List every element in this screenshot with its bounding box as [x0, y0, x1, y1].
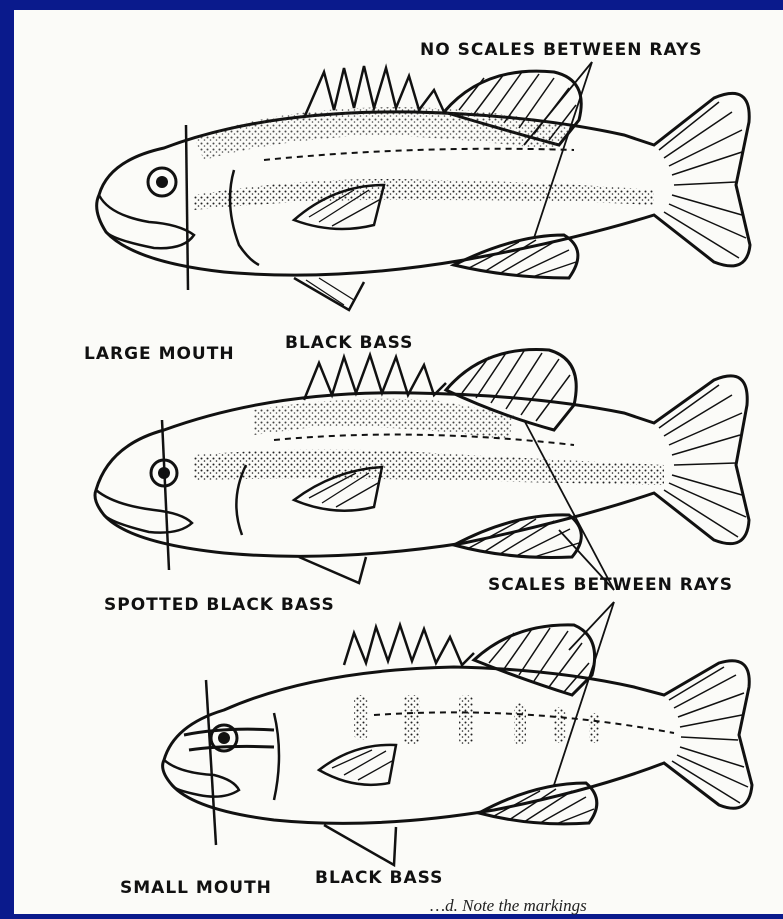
spotted-bass [95, 350, 749, 584]
label-spotted-black-bass: SPOTTED BLACK BASS [104, 595, 335, 615]
label-no-scales-between-rays: NO SCALES BETWEEN RAYS [420, 40, 703, 60]
label-scales-between-rays: SCALES BETWEEN RAYS [488, 575, 733, 595]
smallmouth-bass [163, 625, 752, 865]
label-largemouth: LARGE MOUTH [84, 344, 235, 364]
fish-illustration [14, 10, 783, 914]
largemouth-bass [97, 62, 750, 310]
page-caption-fragment: …d. Note the markings [430, 896, 587, 916]
label-smallmouth-black-bass: BLACK BASS [315, 868, 443, 888]
label-smallmouth: SMALL MOUTH [120, 878, 272, 898]
label-largemouth-black-bass: BLACK BASS [285, 333, 413, 353]
